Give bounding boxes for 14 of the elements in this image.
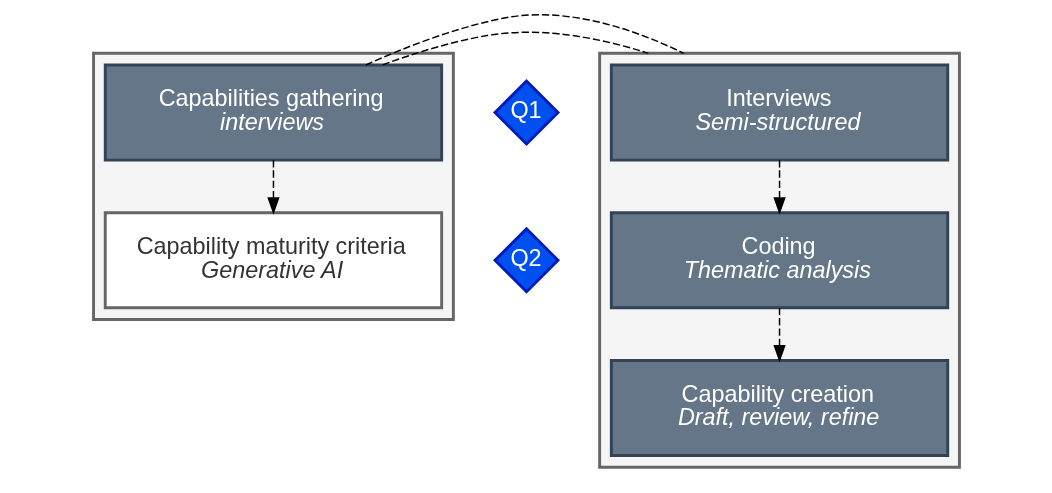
node-box: Interviews Semi-structured — [609, 63, 949, 162]
arrow — [772, 159, 786, 215]
arrow — [266, 159, 280, 215]
arrow — [772, 307, 786, 363]
connector — [364, 14, 684, 66]
connector — [381, 31, 649, 66]
cluster — [597, 51, 961, 469]
node-diamond: Q1 — [492, 79, 560, 147]
node-box: Coding Thematic analysis — [609, 211, 949, 310]
node-diamond: Q2 — [492, 226, 560, 294]
node-box: Capability maturity criteria Generative AI — [103, 211, 443, 310]
node-box: Capability creation Draft, review, refine — [609, 359, 949, 458]
cluster — [91, 51, 455, 321]
node-box: Capabilities gathering interviews — [103, 63, 443, 162]
